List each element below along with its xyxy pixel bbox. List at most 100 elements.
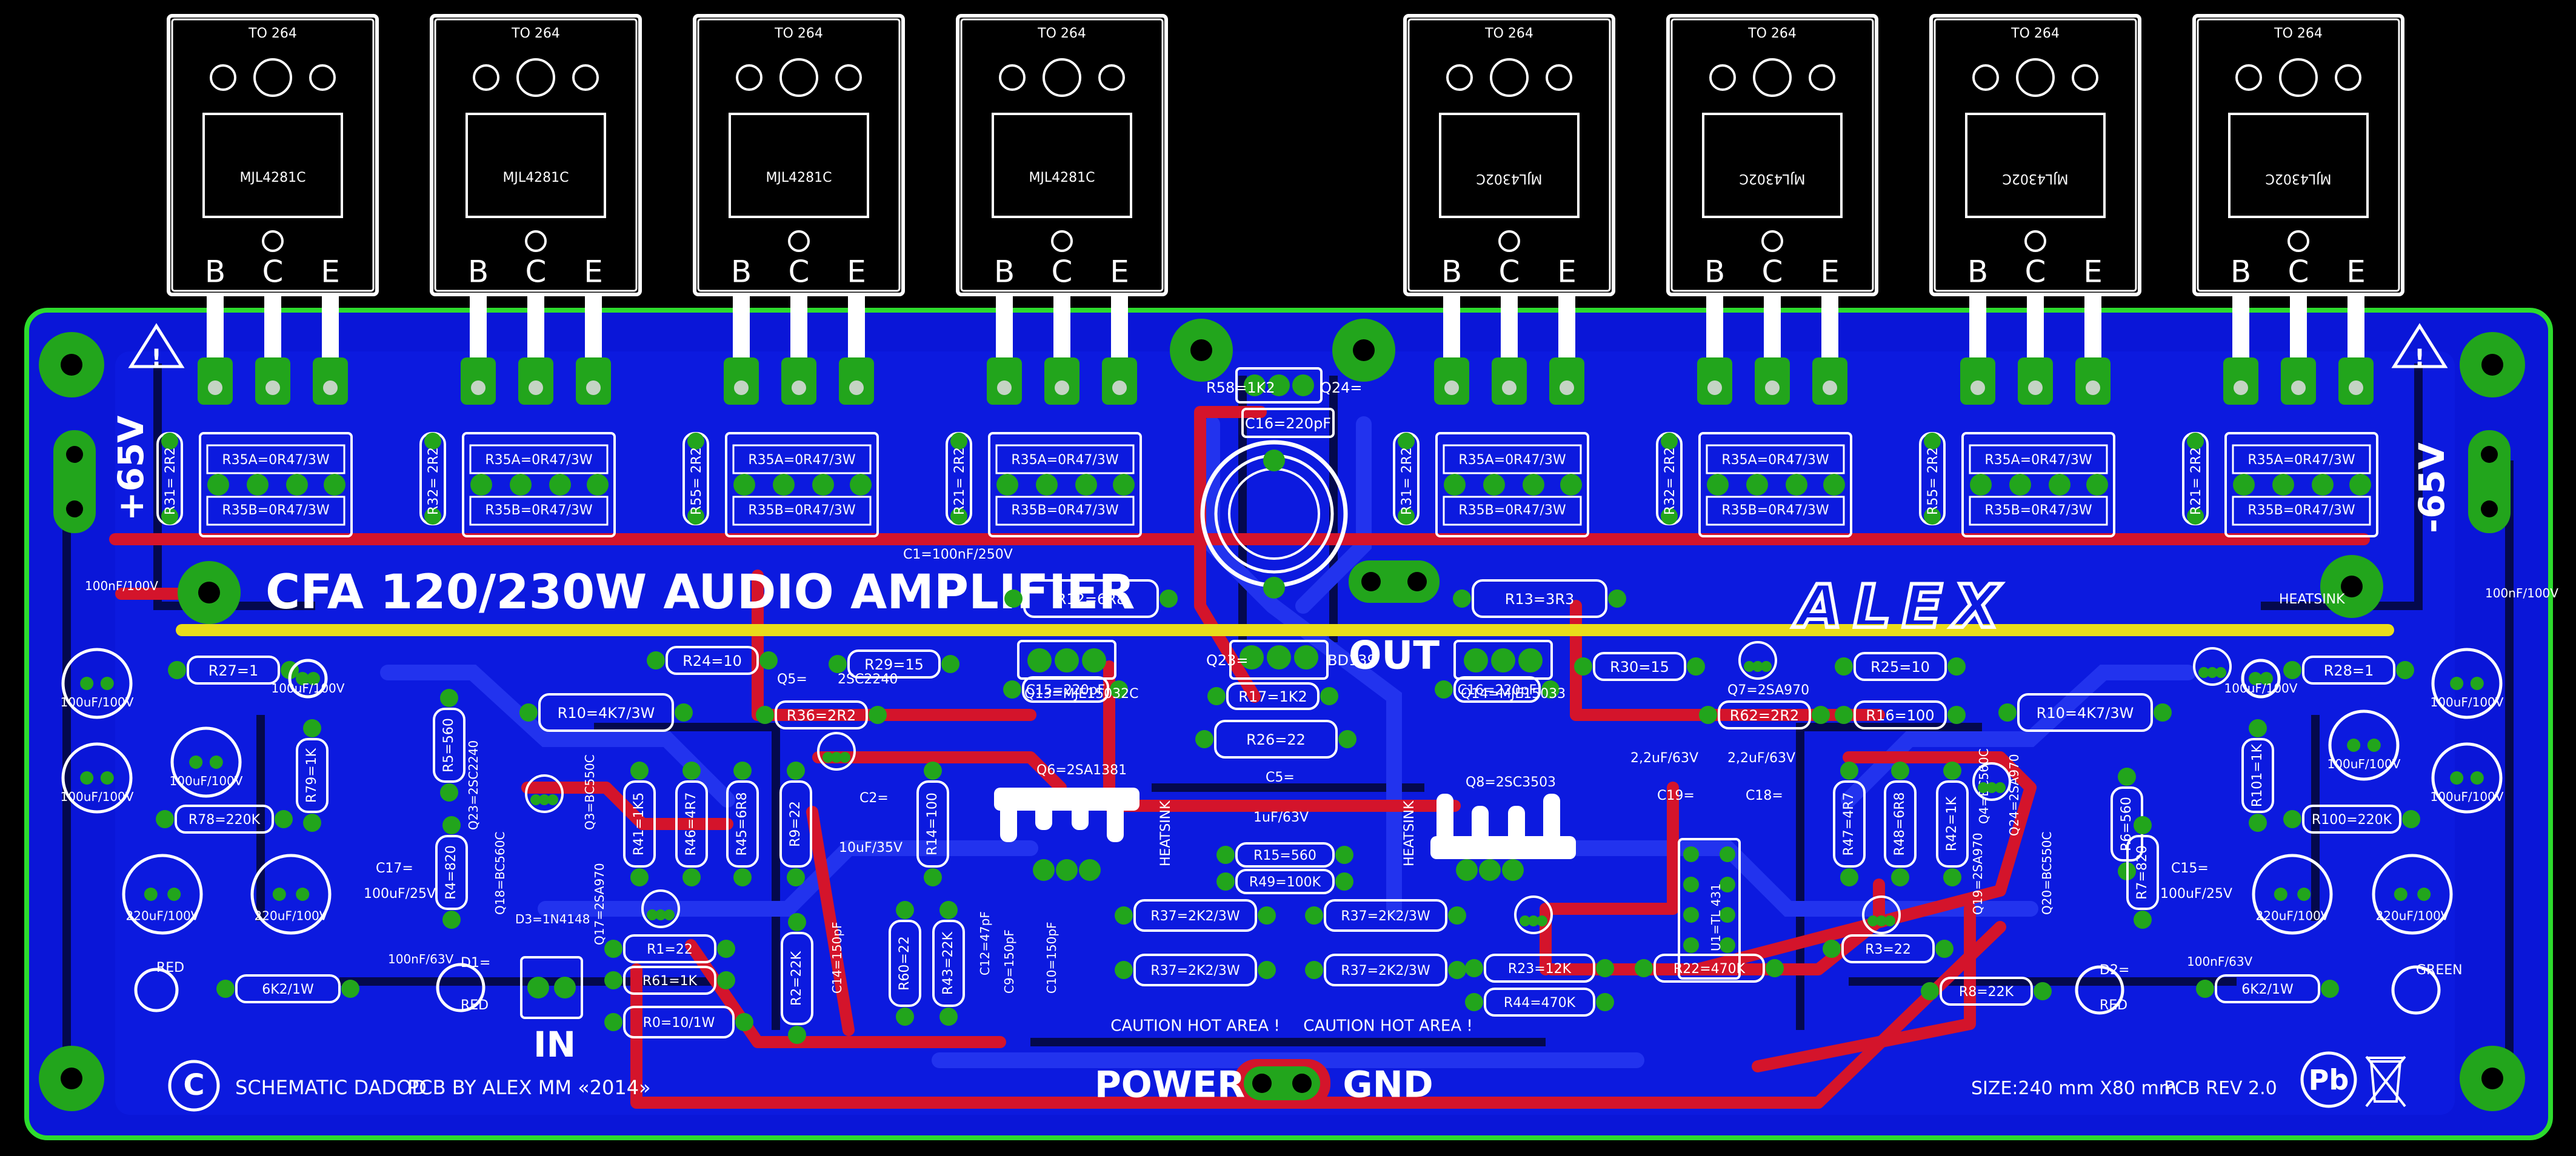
mount-hole-br bbox=[2460, 1046, 2525, 1111]
label-r44: R44=470K bbox=[1504, 995, 1576, 1011]
label-r30: R30=15 bbox=[1610, 659, 1669, 676]
label-bd140: Q24= bbox=[1320, 379, 1363, 396]
label-cap10: 220uF/100V bbox=[255, 909, 328, 923]
component-r37a: R37=2K2/3W bbox=[1115, 899, 1276, 932]
label-r28: R28=1 bbox=[2324, 662, 2374, 679]
label-c17v: 100uF/25V bbox=[364, 886, 436, 902]
label-c18v: 2,2uF/63V bbox=[1727, 751, 1795, 766]
label-r15: R15=560 bbox=[1253, 848, 1316, 863]
small-transistor bbox=[1738, 641, 1777, 680]
emitter-resistor-b: R35B=0R47/3W bbox=[2247, 503, 2355, 518]
component-green: GREEN bbox=[2416, 963, 2463, 978]
label-q6: Q6=2SA1381 bbox=[1036, 763, 1127, 778]
label-c10: C10=150pF bbox=[1044, 922, 1059, 994]
label-cap16: 100nF/63V bbox=[2187, 954, 2253, 969]
component-r9: R9=22 bbox=[779, 762, 812, 886]
warning-icon: ! bbox=[128, 323, 185, 371]
mount-hole-tr bbox=[2460, 332, 2525, 397]
component-c14: C14=150pF bbox=[830, 922, 844, 994]
component-c5: C5= bbox=[1266, 770, 1295, 785]
component-q18: Q18=BC560C bbox=[493, 832, 507, 915]
component-c1: C1=100nF/250V bbox=[903, 547, 1013, 562]
label-r101: R101=1K bbox=[2250, 743, 2265, 807]
label-cap15: 100nF/63V bbox=[388, 952, 454, 966]
component-r47: R47=4R7 bbox=[1833, 762, 1866, 886]
resistor-r58 bbox=[1241, 408, 1335, 438]
label-c15a: C15=220pF bbox=[1026, 683, 1105, 698]
side-resistor-label: R32= 2R2 bbox=[426, 447, 441, 515]
component-q13: Q13=MJE15032C bbox=[1024, 686, 1138, 702]
component-r44: R44=470K bbox=[1465, 988, 1614, 1017]
package-label: TO 264 bbox=[2274, 26, 2323, 41]
transistor-part-number: MJL4302C bbox=[2265, 171, 2331, 186]
component-d1: D1= bbox=[461, 955, 490, 971]
component-r3: R3=22 bbox=[1823, 934, 1954, 963]
component-cap14: 100nF/100V bbox=[2485, 586, 2558, 600]
input-connector bbox=[520, 956, 583, 1019]
label-r9: R9=22 bbox=[788, 801, 803, 847]
label-c17: C17= bbox=[376, 861, 413, 876]
label-r58: C16=220pF bbox=[1245, 415, 1331, 432]
component-r0: R0=10/1W bbox=[604, 1006, 753, 1038]
component-r17: R17=1K2 bbox=[1207, 682, 1338, 710]
label-c1: C1=100nF/250V bbox=[903, 547, 1013, 562]
pin-label: B bbox=[1441, 254, 1462, 290]
component-r6k2b: 6K2/1W bbox=[2196, 974, 2339, 1003]
emitter-resistor-b: R35B=0R47/3W bbox=[1458, 503, 1566, 518]
electrolytic-cap11: 220uF/100V bbox=[2252, 854, 2333, 935]
label-r10b: R10=4K7/3W bbox=[2037, 705, 2134, 722]
label-r8: R8=22K bbox=[1959, 985, 2014, 1000]
label-r49: R49=100K bbox=[1249, 875, 1321, 890]
component-r48: R48=6R8 bbox=[1884, 762, 1917, 886]
label-r13: R13=3R3 bbox=[1505, 591, 1575, 608]
label-heatsink-r: HEATSINK bbox=[2279, 592, 2345, 607]
component-c10: C10=150pF bbox=[1044, 922, 1059, 994]
led bbox=[134, 968, 179, 1012]
component-q6: Q6=2SA1381 bbox=[1036, 763, 1127, 778]
label-cap8: 100uF/100V bbox=[2224, 681, 2298, 696]
label-d2: D2= bbox=[2100, 963, 2129, 978]
small-transistor bbox=[817, 732, 856, 771]
label-r42: R42=1K bbox=[1944, 796, 1960, 851]
side-resistor-label: R55= 2R2 bbox=[1926, 447, 1941, 515]
pin-label: E bbox=[584, 254, 603, 290]
board-title: CFA 120/230W AUDIO AMPLIFIER bbox=[265, 565, 1135, 620]
small-transistor bbox=[2193, 647, 2232, 686]
component-q5b: 2SC2240 bbox=[838, 672, 898, 687]
component-r6k2a: 6K2/1W bbox=[216, 974, 359, 1003]
mounting-holes bbox=[39, 319, 2525, 1111]
label-bd139: BD139 bbox=[1327, 652, 1376, 669]
label-c14: C14=150pF bbox=[830, 922, 844, 994]
rail-pos-connector bbox=[53, 430, 96, 533]
label-d1: D1= bbox=[461, 955, 490, 971]
input-label: IN bbox=[533, 1024, 576, 1065]
pin-label: C bbox=[1762, 254, 1783, 290]
component-c2v: 10uF/35V bbox=[839, 840, 903, 855]
svg-text:!: ! bbox=[2414, 345, 2424, 371]
label-r62: R62=2R2 bbox=[1730, 707, 1800, 724]
transistor-part-number: MJL4302C bbox=[1476, 171, 1542, 186]
component-r61: R61=1K bbox=[604, 966, 735, 995]
side-resistor-label: R55= 2R2 bbox=[689, 447, 704, 515]
label-r61: R61=1K bbox=[642, 974, 698, 989]
transistor-part-number: MJL4281C bbox=[502, 170, 569, 185]
label-c19v: 2,2uF/63V bbox=[1630, 751, 1698, 766]
label-heatsink-mid: HEATSINK bbox=[1402, 800, 1417, 866]
label-q19: Q19=2SA970 bbox=[1970, 832, 1985, 915]
component-r37c: R37=2K2/3W bbox=[1115, 954, 1276, 986]
component-q8: Q8=2SC3503 bbox=[1466, 775, 1556, 790]
label-c2v: 10uF/35V bbox=[839, 840, 903, 855]
label-c15b: C15= bbox=[2171, 861, 2209, 876]
component-q5: Q5= bbox=[777, 672, 807, 687]
mount-hole-mid-r bbox=[1332, 319, 1395, 382]
label-r25: R25=10 bbox=[1870, 659, 1930, 676]
label-cap1: 100uF/100V bbox=[61, 695, 134, 709]
driver-heatsink-right bbox=[1430, 794, 1576, 859]
electrolytic-cap6: 100uF/100V bbox=[2431, 742, 2504, 814]
copyright-mark: C bbox=[183, 1068, 204, 1102]
label-r6k2b: 6K2/1W bbox=[2241, 982, 2294, 997]
